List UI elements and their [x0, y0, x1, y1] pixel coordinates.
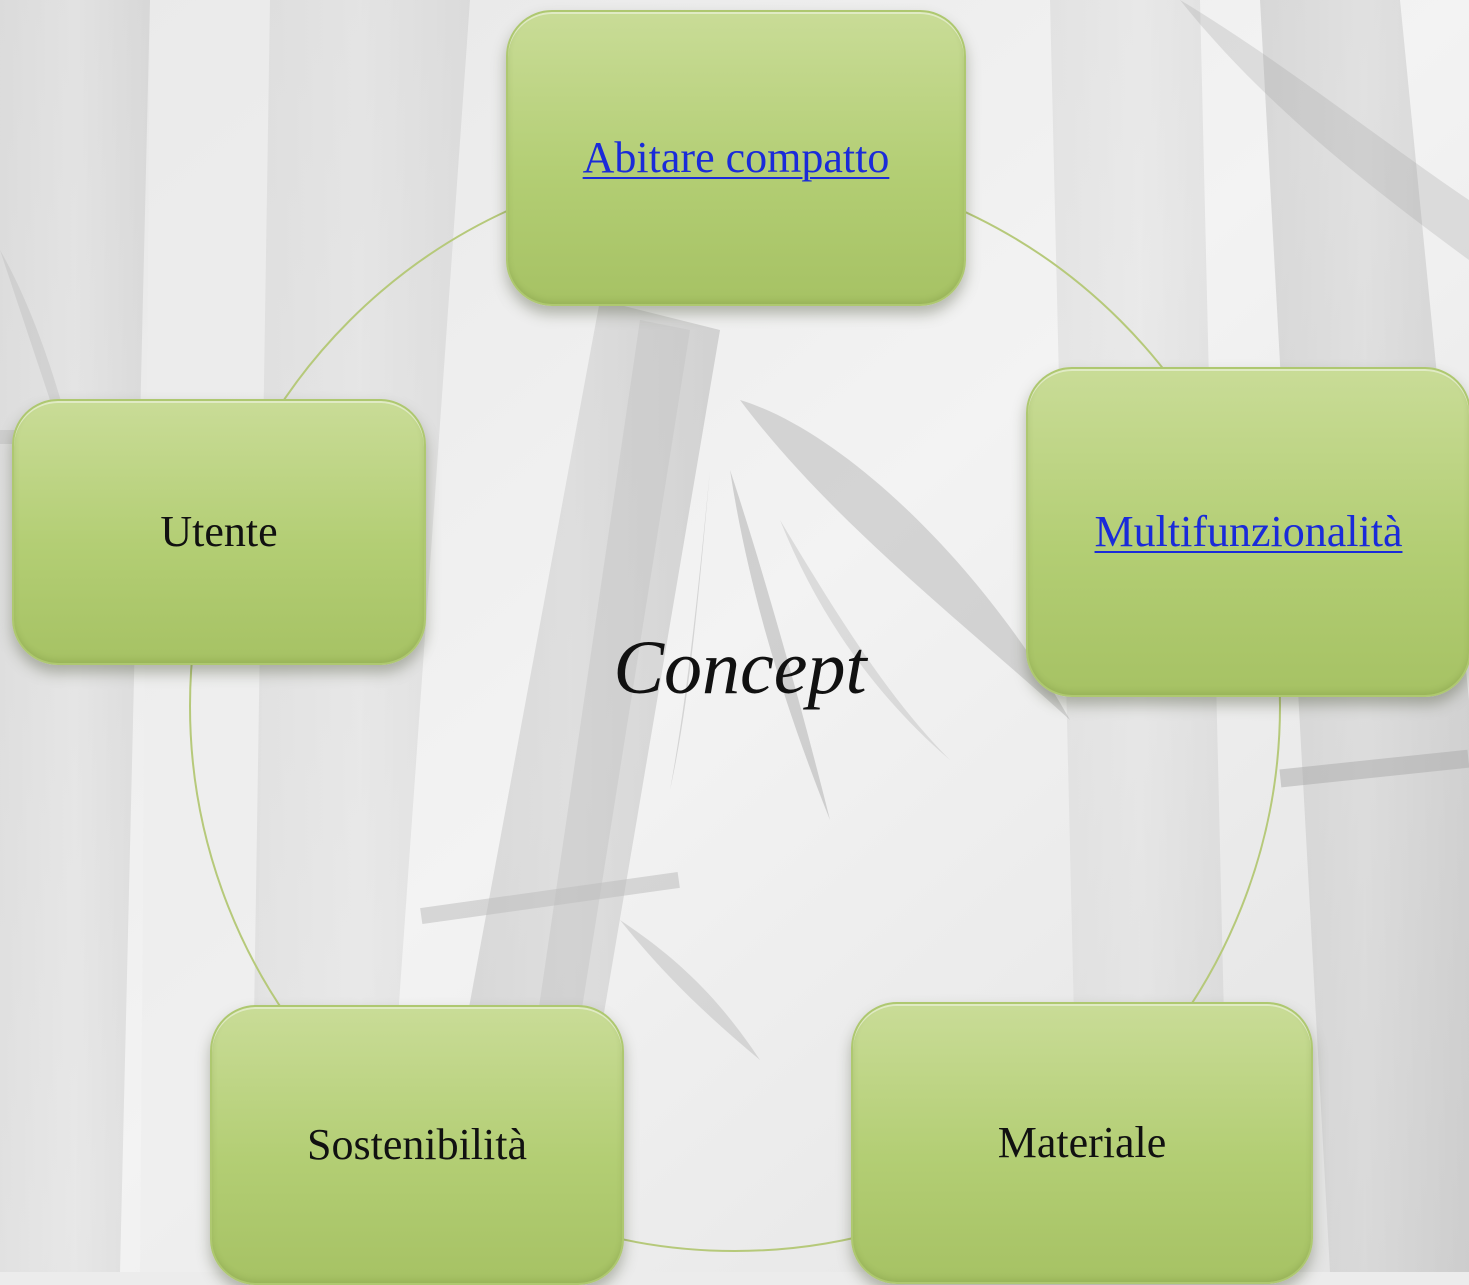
node-abitare-compatto[interactable]: Abitare compatto [506, 10, 966, 306]
label-materiale: Materiale [997, 1117, 1167, 1167]
label-sostenibilita: Sostenibilità [307, 1119, 527, 1169]
center-label-concept: Concept [613, 626, 867, 710]
node-utente: Utente [12, 399, 426, 665]
label-utente: Utente [160, 506, 278, 556]
node-multifunzionalita[interactable]: Multifunzionalità [1026, 367, 1469, 697]
link-multifunzionalita[interactable]: Multifunzionalità [1094, 506, 1403, 556]
link-abitare-compatto[interactable]: Abitare compatto [582, 132, 890, 182]
node-materiale: Materiale [851, 1002, 1313, 1284]
node-sostenibilita: Sostenibilità [210, 1005, 624, 1285]
